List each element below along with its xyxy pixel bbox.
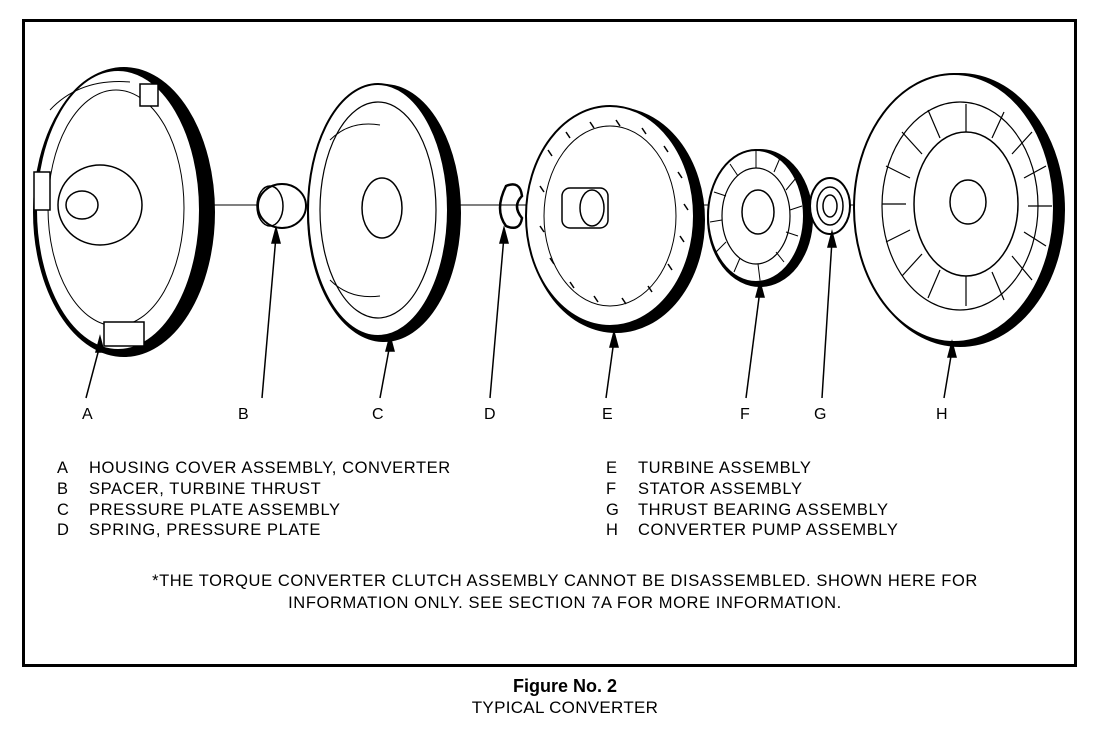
legend-key: F (606, 479, 617, 498)
legend-item-d: D SPRING, PRESSURE PLATE (57, 520, 451, 541)
legend-label: HOUSING COVER ASSEMBLY, CONVERTER (89, 459, 451, 477)
part-letter-h: H (936, 406, 948, 423)
part-g-thrust-bearing-drawing (809, 177, 851, 235)
part-letter-b: B (238, 406, 249, 423)
legend-label: SPRING, PRESSURE PLATE (89, 521, 322, 540)
legend-key: C (57, 500, 70, 519)
legend-key: H (606, 521, 619, 540)
legend-right: E TURBINE ASSEMBLY F STATOR ASSEMBLY G THRU… (606, 458, 898, 541)
part-a-housing-cover-drawing (33, 67, 215, 357)
part-b-spacer-drawing (256, 183, 307, 229)
part-letter-g: G (814, 406, 827, 423)
legend-label: PRESSURE PLATE ASSEMBLY (89, 500, 341, 519)
part-letter-e: E (602, 406, 613, 423)
part-letter-a: A (82, 406, 93, 423)
legend-key: G (606, 500, 620, 519)
legend-label: STATOR ASSEMBLY (638, 479, 803, 498)
part-h-pump-drawing (853, 73, 1065, 347)
legend-item-a: A HOUSING COVER ASSEMBLY, CONVERTER (57, 458, 451, 479)
note-line-2: INFORMATION ONLY. SEE SECTION 7A FOR MOR… (288, 594, 842, 612)
disassembly-note: *THE TORQUE CONVERTER CLUTCH ASSEMBLY CA… (70, 570, 1060, 614)
leader-lines (85, 225, 957, 399)
legend-label: TURBINE ASSEMBLY (638, 459, 812, 477)
legend-item-b: B SPACER, TURBINE THRUST (57, 479, 451, 500)
legend-item-f: F STATOR ASSEMBLY (606, 479, 898, 500)
part-e-turbine-drawing (525, 105, 705, 333)
part-letter-f: F (740, 406, 750, 423)
legend-label: SPACER, TURBINE THRUST (89, 479, 322, 498)
figure-title: Figure No. 2 (512, 676, 617, 696)
note-line-1: *THE TORQUE CONVERTER CLUTCH ASSEMBLY CA… (152, 572, 978, 590)
part-d-spring-drawing (498, 183, 524, 229)
legend-key: E (606, 459, 618, 477)
part-c-pressure-plate-drawing (307, 83, 461, 342)
figure-frame (22, 19, 1077, 667)
legend-item-h: H CONVERTER PUMP ASSEMBLY (606, 520, 898, 541)
legend-item-c: C PRESSURE PLATE ASSEMBLY (57, 500, 451, 521)
legend-item-e: E TURBINE ASSEMBLY (606, 458, 898, 479)
part-letter-d: D (484, 406, 496, 423)
legend-key: D (57, 521, 70, 540)
legend-key: B (57, 479, 69, 498)
legend-left: A HOUSING COVER ASSEMBLY, CONVERTER B SPAC… (57, 458, 451, 541)
figure-subtitle: TYPICAL CONVERTER (471, 698, 659, 717)
legend-item-g: G THRUST BEARING ASSEMBLY (606, 500, 898, 521)
legend-key: A (57, 459, 69, 477)
part-letter-c: C (372, 406, 384, 423)
legend-label: CONVERTER PUMP ASSEMBLY (638, 521, 899, 540)
part-f-stator-drawing (707, 149, 813, 287)
legend-label: THRUST BEARING ASSEMBLY (638, 500, 889, 519)
